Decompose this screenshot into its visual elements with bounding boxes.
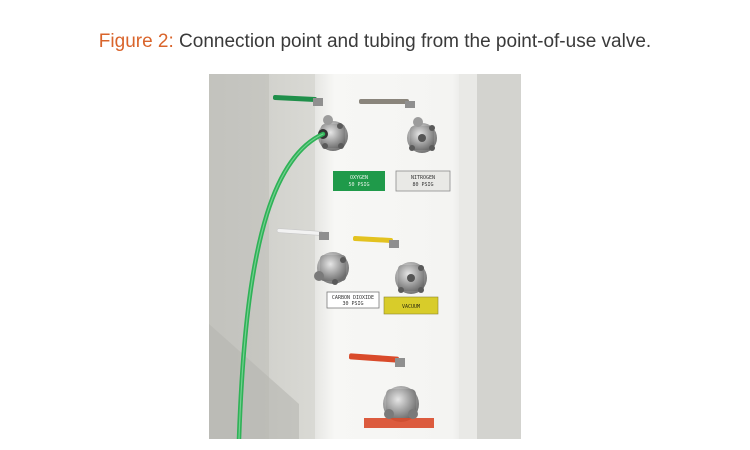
vacuum-valve <box>352 236 427 294</box>
oxygen-valve <box>272 94 348 151</box>
nitrogen-tag: NITROGEN 80 PSIG <box>395 170 451 192</box>
figure-label: Figure 2: <box>98 31 174 52</box>
carbon-dioxide-tag-line1: CARBON DIOXIDE <box>332 295 374 301</box>
oxygen-tag-line2: 50 PSIG <box>348 182 369 188</box>
valve-panel-illustration: OXYGEN 50 PSIG NITROGEN 80 PSIG <box>209 74 521 439</box>
nitrogen-tag-line2: 80 PSIG <box>412 182 433 188</box>
red-handle <box>348 353 400 363</box>
oxygen-tag-line1: OXYGEN <box>350 175 368 181</box>
figure-caption: Figure 2: Connection point and tubing fr… <box>0 30 750 54</box>
yellow-handle <box>352 236 393 243</box>
nitrogen-valve <box>359 99 437 153</box>
carbon-dioxide-tag-line2: 30 PSIG <box>342 301 363 307</box>
bottom-valve <box>348 353 434 428</box>
carbon-dioxide-tag: CARBON DIOXIDE 30 PSIG <box>326 291 380 309</box>
carbon-dioxide-valve <box>276 228 349 285</box>
nitrogen-tag-line1: NITROGEN <box>411 175 435 181</box>
vacuum-tag-text: VACUUM <box>402 304 420 310</box>
oxygen-tag: OXYGEN 50 PSIG <box>333 171 385 191</box>
valve-panel-photo: OXYGEN 50 PSIG NITROGEN 80 PSIG <box>209 74 521 439</box>
red-tag <box>364 418 434 428</box>
green-handle <box>272 94 317 103</box>
vacuum-tag: VACUUM <box>383 296 439 315</box>
gray-handle <box>359 99 409 104</box>
figure-caption-text: Connection point and tubing from the poi… <box>173 31 652 52</box>
